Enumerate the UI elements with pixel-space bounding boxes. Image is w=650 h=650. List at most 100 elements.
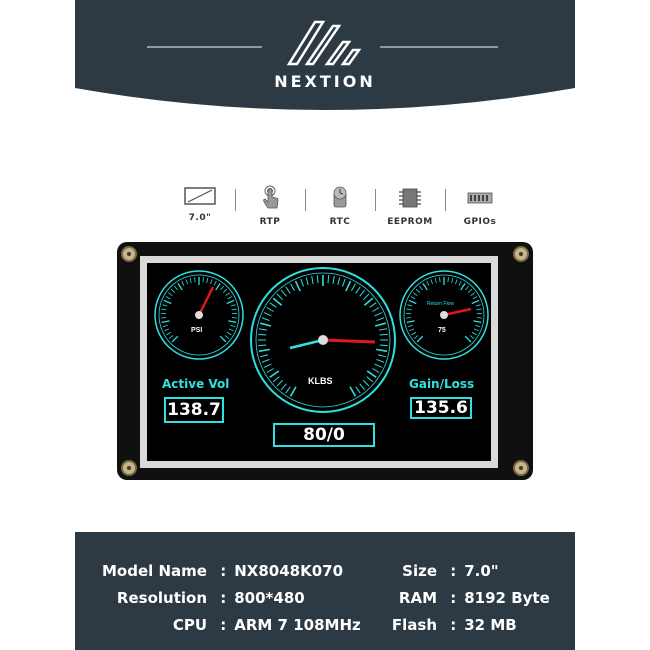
screen-size-icon (184, 187, 216, 205)
gauge-tick (472, 296, 478, 300)
gauge-tick (280, 383, 287, 391)
spec-value: NX8048K070 (234, 562, 344, 580)
gauge-tick (409, 328, 415, 332)
gauge-tick (294, 280, 301, 292)
spec-size: Size :7.0" (345, 562, 499, 580)
gauge-tick (359, 383, 366, 391)
gauge-tick (226, 331, 232, 336)
gauge-tick (465, 285, 469, 291)
feature-rtp: RTP (240, 185, 300, 227)
gauge-tick (225, 292, 230, 296)
gauge-tick (213, 280, 217, 286)
chip-icon (399, 188, 421, 208)
gauge-tick (276, 293, 284, 301)
spec-key: Resolution (116, 589, 207, 607)
gauge-tick (439, 277, 441, 283)
gauge-tick (305, 277, 309, 286)
gauge-tick (258, 328, 267, 331)
gauge-tick (222, 288, 228, 293)
gauge-tick (168, 335, 174, 339)
gauge-tick (374, 363, 383, 368)
gauge-tick (220, 285, 224, 291)
feature-label: 7.0" (188, 213, 212, 223)
gauge-tick (455, 279, 458, 285)
gauge-tick (285, 386, 291, 394)
clock-battery-icon (333, 186, 347, 208)
gauge-tick (408, 299, 417, 305)
active-vol-label: Active Vol (162, 377, 230, 391)
gauge-tick (230, 324, 236, 328)
spec-colon: : (220, 616, 227, 634)
gauge-tick (407, 324, 413, 328)
gauge-tick (261, 317, 270, 321)
psi-label: PSI (191, 327, 203, 334)
psi-gauge (154, 270, 244, 360)
gauge-tick (413, 292, 418, 296)
mount-hole (121, 246, 137, 262)
gauge-tick (280, 289, 287, 297)
spec-resolution: Resolution :800*480 (75, 589, 305, 607)
gauge-tick (337, 277, 341, 286)
gauge-tick (359, 289, 366, 297)
gauge-tick (430, 279, 433, 285)
gauge-tick (258, 344, 267, 347)
gauge-tick (345, 280, 352, 292)
spec-flash: Flash :32 MB (345, 616, 517, 634)
spec-cpu: CPU :ARM 7 108MHz (75, 616, 361, 634)
gauge-tick (473, 320, 482, 324)
gauge-tick (369, 302, 377, 308)
gauge-tick (476, 308, 482, 311)
gauge-tick (355, 386, 361, 394)
gauge-tick (266, 307, 274, 312)
gauge-tick (379, 333, 388, 336)
gauge-tick (258, 348, 270, 353)
spec-colon: : (450, 616, 457, 634)
gauge-tick (406, 308, 412, 311)
gauge-tick (202, 277, 204, 283)
return-flow-gauge (399, 270, 489, 360)
gauges-layer (154, 267, 489, 413)
feature-eeprom: EEPROM (380, 185, 440, 227)
gauge-tick (469, 335, 475, 339)
gauge-tick (467, 288, 473, 293)
header-divider-right (380, 46, 498, 48)
feature-separator (235, 189, 236, 211)
spec-key: Model Name (102, 562, 207, 580)
gauge-tick (374, 312, 383, 317)
gauge-tick (366, 370, 377, 378)
gauge-tick (374, 322, 386, 327)
dashboard-screen: PSI KLBS Return Flow 75 Active Vol 138.7… (147, 263, 491, 461)
feature-label: RTP (259, 217, 281, 227)
klbs-gauge (250, 267, 396, 413)
gauge-tick (376, 359, 385, 363)
gauge-tick (458, 280, 462, 286)
spec-value: 8192 Byte (464, 589, 550, 607)
spec-colon: : (450, 589, 457, 607)
gauge-tick (269, 370, 280, 378)
gauge-tick (406, 320, 415, 324)
gauge-tick (161, 320, 170, 324)
gauge-tick (411, 331, 417, 336)
feature-rtc: RTC (310, 185, 370, 227)
gauge-tick (372, 307, 380, 312)
gauge-tick (189, 277, 192, 284)
header-background (75, 0, 575, 110)
spec-value: ARM 7 108MHz (234, 616, 361, 634)
gauge-tick (227, 296, 233, 300)
gauge-tick (162, 324, 168, 328)
gauge-tick (471, 331, 477, 336)
spec-value: 32 MB (464, 616, 517, 634)
gauge-tick (362, 293, 370, 301)
gauge-tick (263, 312, 272, 317)
gauge-tick (231, 308, 237, 311)
gauge-tick (349, 386, 357, 397)
nextion-logo-icon (286, 20, 362, 66)
connector-icon (467, 192, 493, 204)
gauge-tick (422, 283, 428, 291)
gauge-tick (194, 277, 196, 283)
spec-colon: : (220, 589, 227, 607)
spec-value: 7.0" (464, 562, 499, 580)
feature-row: 7.0" RTP RTC (170, 185, 496, 235)
gauge-tick (366, 376, 374, 383)
spec-colon: : (220, 562, 227, 580)
